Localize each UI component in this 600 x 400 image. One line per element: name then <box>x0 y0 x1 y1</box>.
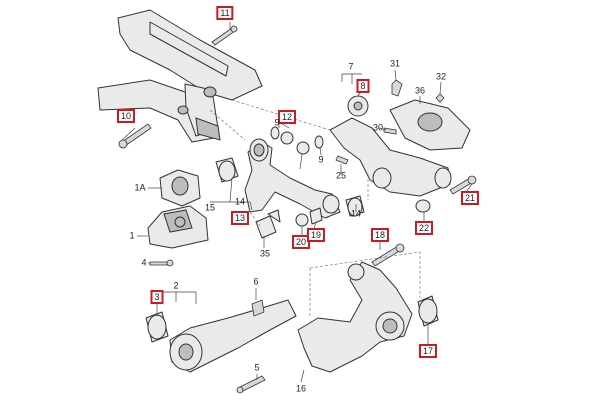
callout-21: 21 <box>460 191 480 205</box>
bushing-17 <box>417 295 439 327</box>
callout-32: 32 <box>435 71 447 82</box>
callout-36: 36 <box>414 85 426 96</box>
upper-link-arm <box>244 138 341 219</box>
bolt-18 <box>371 243 405 267</box>
callout-31: 31 <box>389 58 401 69</box>
callout-13: 13 <box>230 211 250 225</box>
callout-12: 12 <box>277 110 297 124</box>
callout-35: 35 <box>259 248 271 259</box>
callout-17: 17 <box>418 344 438 358</box>
mount-1a <box>159 169 201 207</box>
bushing-3 <box>145 311 169 343</box>
callout-3: 3 <box>150 290 164 304</box>
callout-7: 7 <box>348 61 354 72</box>
callout-2: 2 <box>173 280 179 291</box>
callout-9-left: 9 <box>274 117 280 128</box>
callout-1: 1 <box>129 230 135 241</box>
wheel-carrier <box>297 261 413 373</box>
callout-10: 10 <box>116 109 136 123</box>
bolt-31 <box>391 79 403 97</box>
screw-30 <box>383 127 397 135</box>
clip-19 <box>309 207 323 225</box>
bolt-10 <box>118 123 152 149</box>
callout-22: 22 <box>414 221 434 235</box>
bolt-11 <box>211 25 238 46</box>
trailing-arm <box>169 299 297 373</box>
lower-control-arm <box>329 117 452 197</box>
bush-20 <box>295 213 309 227</box>
bushing-15 <box>215 157 239 183</box>
callout-11: 11 <box>216 6 234 20</box>
screw-4 <box>149 259 174 267</box>
callout-4: 4 <box>141 257 147 268</box>
bolt-5 <box>236 375 266 394</box>
callout-30: 30 <box>372 122 384 133</box>
pin-25 <box>335 155 349 165</box>
callout-19: 19 <box>306 228 326 242</box>
bush-12 <box>280 131 310 155</box>
callout-14-left: 14 <box>234 196 246 207</box>
callout-16: 16 <box>295 383 307 394</box>
spring-plate-36 <box>389 99 471 151</box>
callout-14-right: 14 <box>350 208 362 219</box>
bushing-8 <box>347 95 369 117</box>
callout-18: 18 <box>370 228 390 242</box>
callout-1a: 1A <box>134 182 146 193</box>
bolt-6 <box>251 299 265 317</box>
bushing-14 <box>345 195 365 217</box>
callout-25: 25 <box>335 170 347 181</box>
mount-1 <box>147 205 209 249</box>
nut-22 <box>415 199 431 213</box>
callout-8: 8 <box>356 79 370 93</box>
washer-9 <box>270 126 324 149</box>
callout-9-right: 9 <box>318 154 324 165</box>
callout-5: 5 <box>254 362 260 373</box>
bolt-21 <box>449 175 477 195</box>
screw-32 <box>435 93 445 103</box>
callout-6: 6 <box>253 276 259 287</box>
subframe <box>97 9 263 143</box>
callout-15: 15 <box>204 202 216 213</box>
callout-20: 20 <box>291 235 311 249</box>
leader-lines <box>121 22 473 383</box>
bracket-35 <box>255 209 281 239</box>
